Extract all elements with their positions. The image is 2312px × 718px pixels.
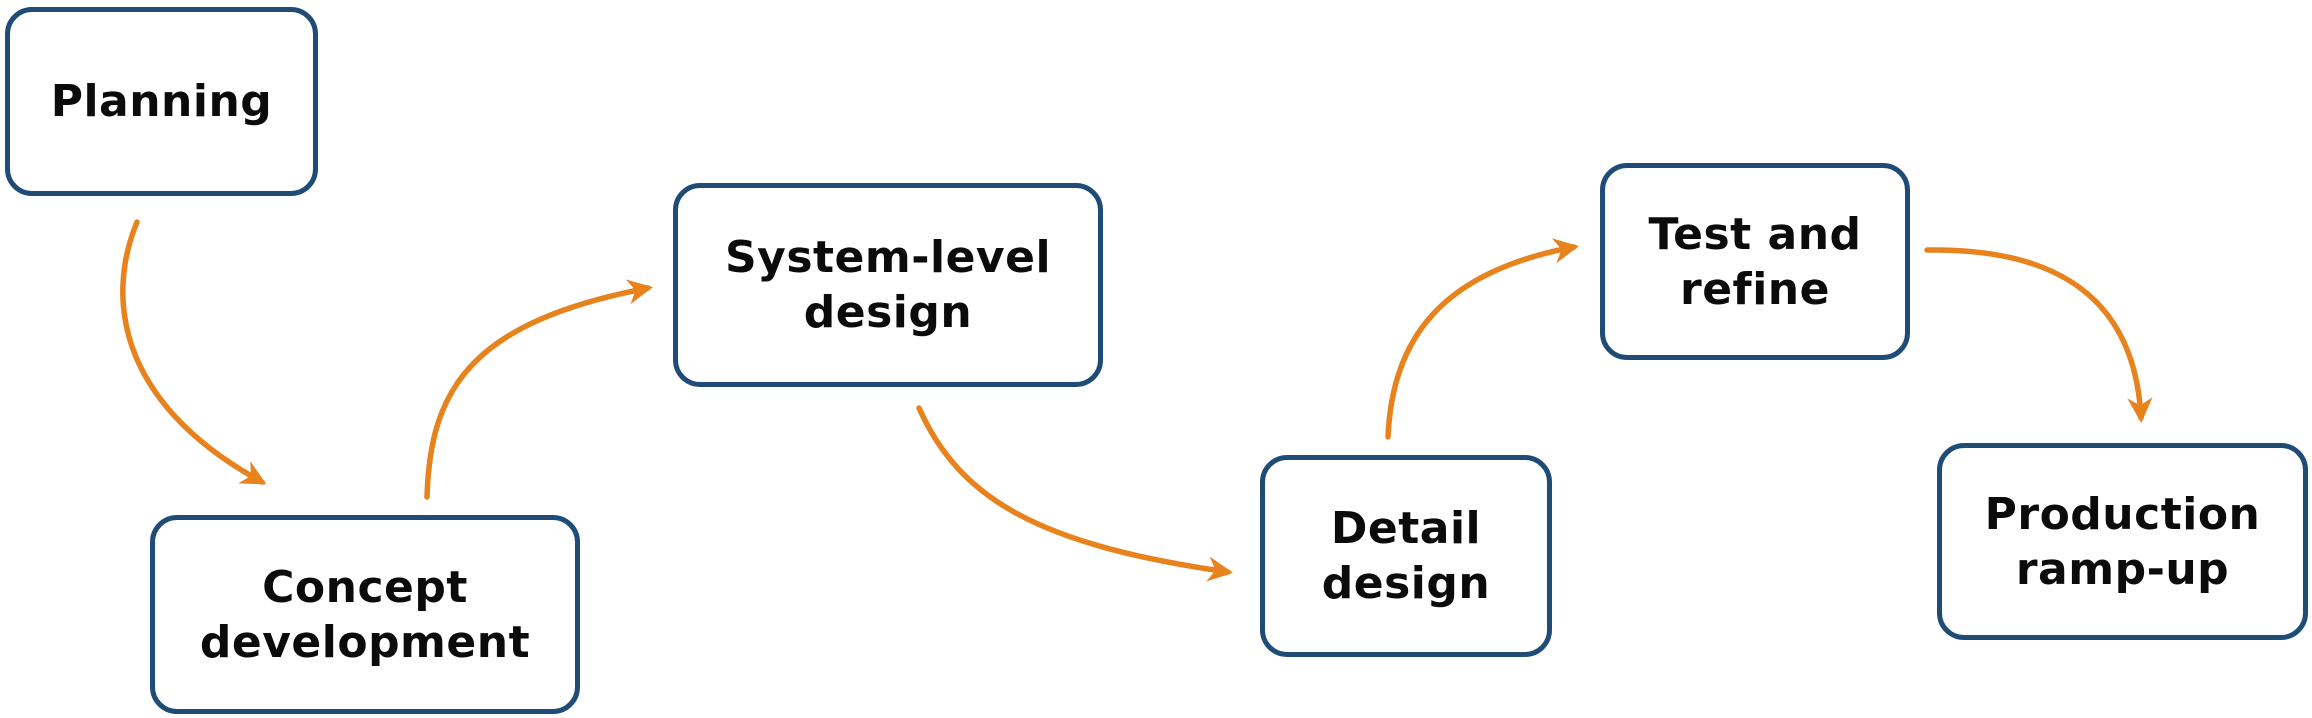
node-detail-design: Detail design [1260, 455, 1552, 657]
node-label: Concept development [199, 561, 531, 668]
arrow-system-level-design-to-detail-design [916, 405, 1234, 582]
node-system-level-design: System-level design [673, 183, 1103, 387]
arrow-test-and-refine-to-production-ramp-up [1924, 247, 2153, 424]
arrow-detail-design-to-test-and-refine [1385, 238, 1579, 440]
node-label: Test and refine [1648, 208, 1862, 315]
node-label: Planning [50, 76, 273, 127]
arrow-concept-development-to-system-level-design [424, 279, 653, 500]
node-label: Production ramp-up [1984, 488, 2261, 595]
node-production-ramp-up: Production ramp-up [1937, 443, 2308, 640]
node-planning: Planning [5, 7, 318, 196]
node-label: Detail design [1321, 503, 1491, 609]
node-concept-development: Concept development [150, 515, 580, 714]
node-label: System-level design [724, 232, 1052, 338]
arrow-planning-to-concept-development [120, 219, 267, 485]
node-test-and-refine: Test and refine [1600, 163, 1910, 360]
